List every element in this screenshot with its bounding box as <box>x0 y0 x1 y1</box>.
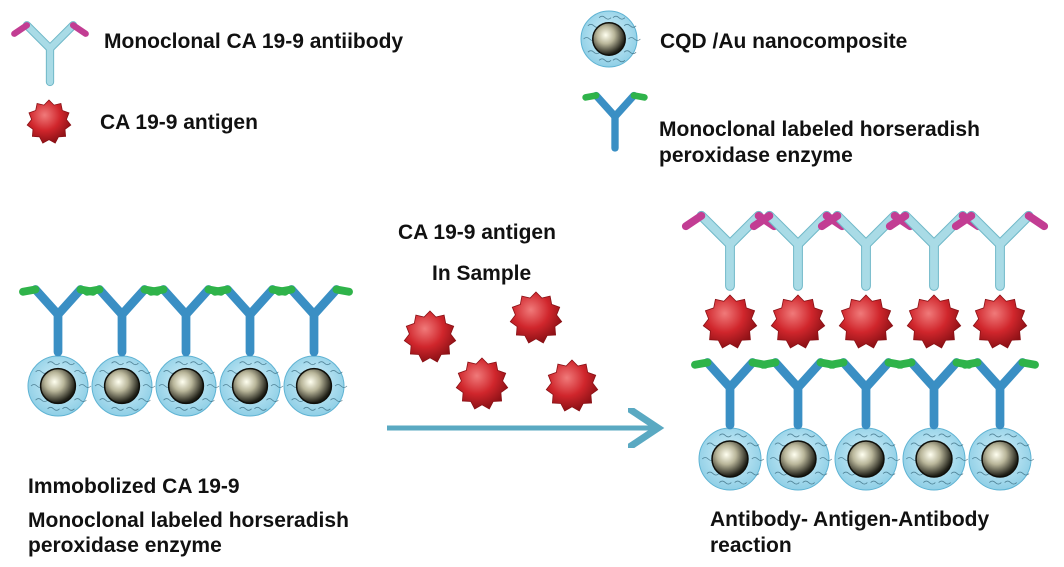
left-nanocomposite-2 <box>91 355 156 417</box>
sample-antigen-3 <box>455 357 509 410</box>
right-antigen-4 <box>906 294 962 349</box>
right-antigen-3 <box>838 294 894 349</box>
left-caption-line1: Immobolized CA 19-9 <box>28 475 240 498</box>
sample-antigen-2 <box>509 291 563 344</box>
right-capture-antibody-3 <box>817 210 915 291</box>
legend-nanocomposite-icon <box>580 10 641 68</box>
left-nanocomposite-4 <box>219 355 284 417</box>
right-antigen-2 <box>770 294 826 349</box>
right-antigen-1 <box>702 294 758 349</box>
right-nanocomposite-4 <box>902 427 969 491</box>
left-hrp-antibody-2 <box>83 285 161 357</box>
right-capture-antibody-1 <box>681 210 779 291</box>
right-nanocomposite-2 <box>766 427 833 491</box>
sample-antigen-4 <box>545 359 599 412</box>
legend-nanocomposite-label: CQD /Au nanocomposite <box>660 30 908 53</box>
legend-capture-antibody-icon <box>11 21 89 87</box>
right-hrp-antibody-4 <box>895 358 973 430</box>
left-hrp-antibody-1 <box>19 285 97 357</box>
right-hrp-antibody-3 <box>827 358 905 430</box>
right-hrp-antibody-1 <box>691 358 769 430</box>
left-hrp-antibody-5 <box>275 285 353 357</box>
sample-antigen-title: CA 19-9 antigen <box>398 221 556 244</box>
legend-capture-antibody-label: Monoclonal CA 19-9 antiibody <box>104 30 404 53</box>
legend-hrp-antibody-label-line1: Monoclonal labeled horseradish <box>659 118 980 141</box>
sample-antigen-subtitle: In Sample <box>432 262 532 285</box>
right-caption-line2: reaction <box>710 534 792 557</box>
left-caption-line3: peroxidase enzyme <box>28 534 222 557</box>
left-nanocomposite-1 <box>27 355 92 417</box>
right-caption-line1: Antibody- Antigen-Antibody <box>710 508 990 531</box>
left-nanocomposite-3 <box>155 355 220 417</box>
legend-antigen-icon <box>26 99 72 144</box>
left-caption-line2: Monoclonal labeled horseradish <box>28 509 349 532</box>
left-hrp-antibody-4 <box>211 285 289 357</box>
right-capture-antibody-2 <box>749 210 847 291</box>
left-hrp-antibody-3 <box>147 285 225 357</box>
right-nanocomposite-1 <box>698 427 765 491</box>
right-nanocomposite-3 <box>834 427 901 491</box>
legend-antigen-label: CA 19-9 antigen <box>100 111 258 134</box>
right-antigen-5 <box>972 294 1028 349</box>
right-capture-antibody-5 <box>951 210 1049 291</box>
legend-hrp-antibody-label-line2: peroxidase enzyme <box>659 144 853 167</box>
right-hrp-antibody-2 <box>759 358 837 430</box>
right-hrp-antibody-5 <box>961 358 1039 430</box>
left-nanocomposite-5 <box>283 355 348 417</box>
right-capture-antibody-4 <box>885 210 983 291</box>
legend-hrp-antibody-icon <box>582 91 648 152</box>
right-nanocomposite-5 <box>968 427 1035 491</box>
sample-antigen-1 <box>403 310 457 363</box>
